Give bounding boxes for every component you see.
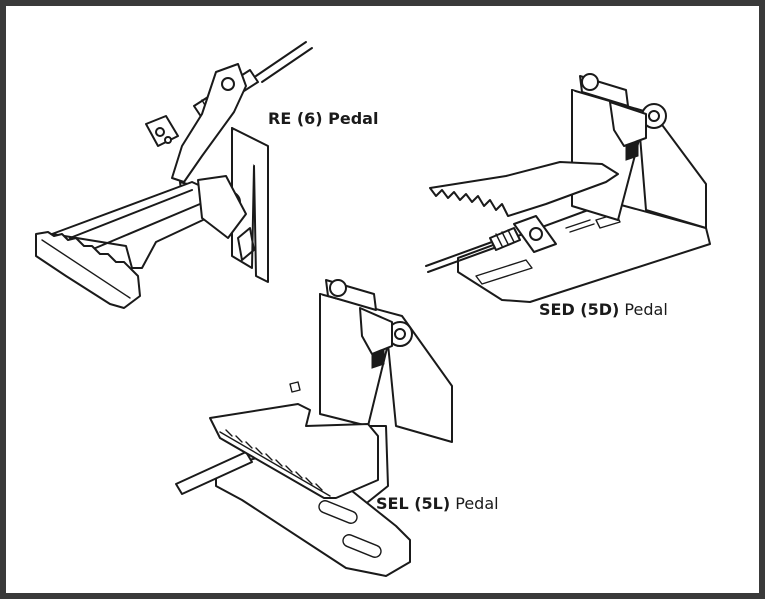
sel-pedal-model: SEL (5L) <box>376 494 451 513</box>
sed-pedal-label: SED (5D) Pedal <box>539 302 668 318</box>
sel-pedal-suffix: Pedal <box>450 494 499 513</box>
sed-pedal-model: SED (5D) <box>539 300 620 319</box>
sel-pedal-drawing <box>175 279 453 577</box>
sel-pedal-label: SEL (5L) Pedal <box>376 496 499 512</box>
re-pedal-drawing <box>35 41 313 309</box>
sed-pedal-drawing <box>425 73 711 303</box>
pedal-illustrations <box>35 41 711 577</box>
re-pedal-label: RE (6) Pedal <box>268 109 379 128</box>
sed-pedal-suffix: Pedal <box>619 300 668 319</box>
